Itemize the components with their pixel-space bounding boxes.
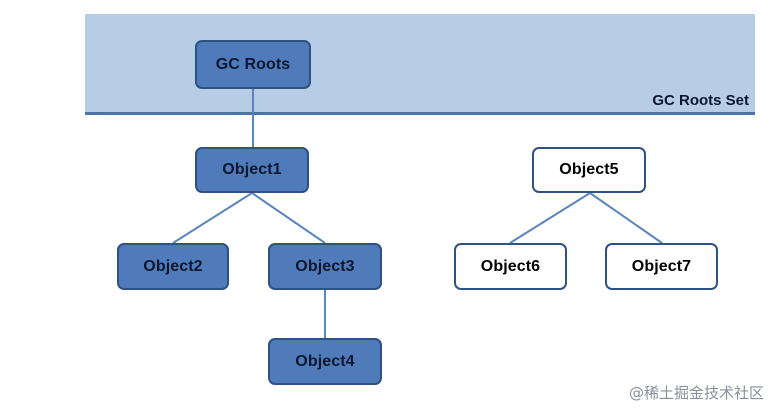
edge-object1-object3 [251,192,326,244]
edge-object5-object6 [509,192,591,244]
node-object7: Object7 [605,243,718,290]
node-object2: Object2 [117,243,229,290]
gc-roots-set-label: GC Roots Set [652,92,749,109]
node-object1: Object1 [195,147,309,193]
node-object6: Object6 [454,243,567,290]
gc-roots-set-boundary [85,112,755,115]
node-gc-roots: GC Roots [195,40,311,89]
watermark: @稀土掘金技术社区 [628,384,764,402]
node-object3: Object3 [268,243,382,290]
node-object5: Object5 [532,147,646,193]
edge-object5-object7 [589,192,663,244]
edge-object1-object2 [172,192,253,244]
node-object4: Object4 [268,338,382,385]
